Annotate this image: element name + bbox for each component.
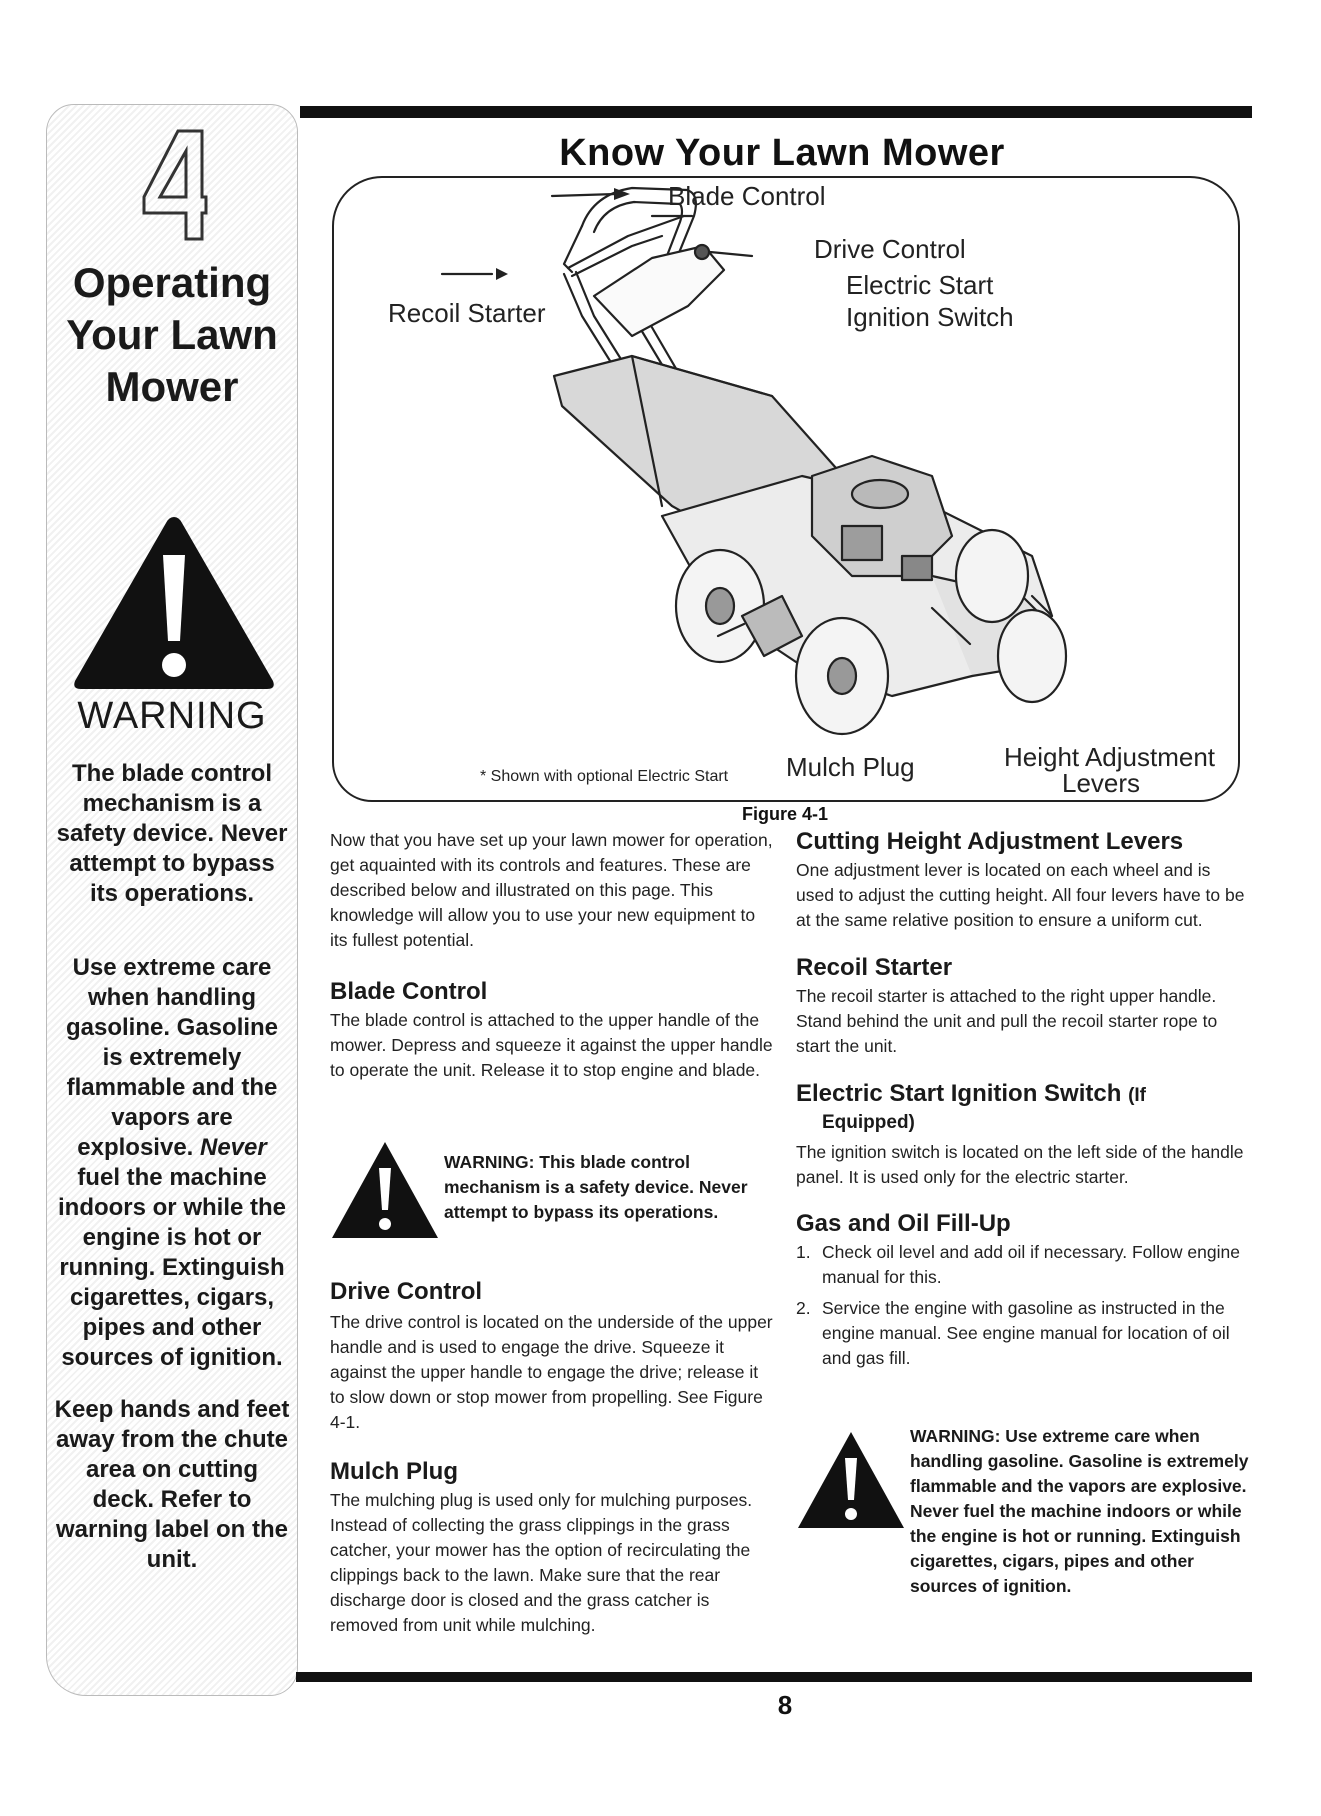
- lawn-mower-illustration: [440, 186, 1068, 736]
- warning-blade-text: The blade control mechanism is a safety …: [56, 760, 288, 907]
- label-blade-control: Blade Control: [668, 181, 826, 211]
- label-recoil-starter: Recoil Starter: [388, 298, 546, 328]
- warning-text-part: Use extreme care when handling gasoline.…: [65, 954, 279, 1161]
- gasoline-warning-text: WARNING: Use extreme care when handling …: [910, 1426, 1249, 1596]
- electric-start-text: The ignition switch is located on the le…: [796, 1140, 1252, 1190]
- top-rule: [300, 106, 1252, 118]
- label-height-adjustment-1: Height Adjustment: [1004, 742, 1216, 772]
- blade-warning-box: WARNING: This blade control mechanism is…: [330, 1140, 776, 1250]
- heading-blade-control: Blade Control: [330, 978, 488, 1005]
- intro-text: Now that you have set up your lawn mower…: [330, 828, 776, 953]
- heading-electric-start-text: Electric Start Ignition Switch: [796, 1080, 1122, 1107]
- recoil-starter-paragraph: The recoil starter is attached to the ri…: [796, 986, 1218, 1056]
- label-mulch-plug: Mulch Plug: [786, 752, 915, 782]
- heading-recoil-starter: Recoil Starter: [796, 954, 953, 981]
- list-item-text: Check oil level and add oil if necessary…: [822, 1242, 1240, 1287]
- cutting-height-paragraph: One adjustment lever is located on each …: [796, 860, 1245, 930]
- warning-text-part: fuel the machine indoors or while the en…: [57, 1164, 286, 1371]
- list-item: 1. Check oil level and add oil if necess…: [796, 1240, 1252, 1290]
- list-item-number: 1.: [796, 1242, 811, 1262]
- drive-control-text: The drive control is located on the unde…: [330, 1310, 776, 1435]
- electric-start-paragraph: The ignition switch is located on the le…: [796, 1142, 1244, 1187]
- label-electric-start-1: Electric Start: [846, 270, 994, 300]
- page-title: Know Your Lawn Mower: [559, 132, 1005, 174]
- page-number: 8: [777, 1690, 793, 1720]
- figure-caption: Figure 4-1: [741, 804, 829, 824]
- heading-cutting-height: Cutting Height Adjustment Levers: [796, 828, 1184, 855]
- gas-oil-steps: 1. Check oil level and add oil if necess…: [796, 1240, 1252, 1377]
- warning-gasoline-text: Use extreme care when handling gasoline.…: [53, 953, 291, 1373]
- blade-control-paragraph: The blade control is attached to the upp…: [330, 1010, 773, 1080]
- heading-electric-start-line2: Equipped): [822, 1112, 915, 1133]
- warning-heading: WARNING: [77, 695, 267, 737]
- warning-triangle-icon: [74, 517, 274, 689]
- warning-chute-text: Keep hands and feet away from the chute …: [54, 1396, 290, 1573]
- heading-drive-control: Drive Control: [330, 1278, 483, 1305]
- heading-mulch-plug: Mulch Plug: [330, 1458, 458, 1485]
- chapter-number-graphic: [142, 129, 208, 241]
- intro-paragraph: Now that you have set up your lawn mower…: [330, 830, 773, 950]
- chapter-title-line: Operating: [72, 259, 272, 306]
- figure-footnote: * Shown with optional Electric Start: [480, 768, 729, 785]
- drive-control-paragraph: The drive control is located on the unde…: [330, 1312, 773, 1432]
- mulch-plug-paragraph: The mulching plug is used only for mulch…: [330, 1490, 753, 1635]
- warning-triangle-icon: [332, 1142, 438, 1238]
- warning-triangle-icon: [798, 1432, 904, 1528]
- mulch-plug-text: The mulching plug is used only for mulch…: [330, 1488, 776, 1638]
- list-item: 2. Service the engine with gasoline as i…: [796, 1296, 1252, 1371]
- heading-gas-oil: Gas and Oil Fill-Up: [796, 1210, 1011, 1237]
- blade-warning-text: WARNING: This blade control mechanism is…: [444, 1152, 748, 1222]
- label-drive-control: Drive Control: [814, 234, 966, 264]
- warning-text-emphasis: Never: [200, 1134, 267, 1161]
- chapter-title: Operating Your Lawn Mower: [47, 257, 297, 413]
- list-item-number: 2.: [796, 1298, 811, 1318]
- list-item-text: Service the engine with gasoline as inst…: [822, 1298, 1230, 1368]
- chapter-title-line: Your Lawn: [66, 311, 278, 358]
- blade-control-text: The blade control is attached to the upp…: [330, 1008, 776, 1083]
- figure-frame: [332, 176, 1240, 802]
- heading-electric-start: Electric Start Ignition Switch (If: [796, 1080, 1146, 1108]
- sidebar-panel: Operating Your Lawn Mower WARNING The bl…: [46, 104, 298, 1696]
- label-electric-start-2: Ignition Switch: [846, 302, 1014, 332]
- label-height-adjustment-2: Levers: [1062, 768, 1141, 798]
- chapter-title-line: Mower: [105, 363, 239, 410]
- bottom-rule: [296, 1672, 1252, 1682]
- recoil-starter-text: The recoil starter is attached to the ri…: [796, 984, 1252, 1059]
- gasoline-warning-box: WARNING: Use extreme care when handling …: [796, 1424, 1252, 1614]
- heading-electric-start-suffix: (If: [1128, 1085, 1146, 1106]
- cutting-height-text: One adjustment lever is located on each …: [796, 858, 1252, 933]
